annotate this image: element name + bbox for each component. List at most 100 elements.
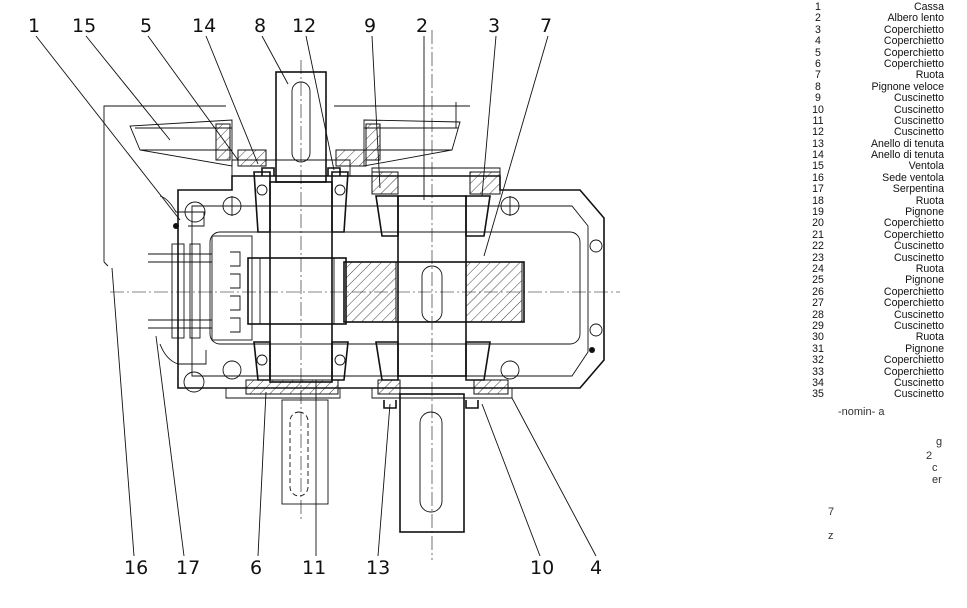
part-number: 21	[812, 228, 824, 241]
callout-15: 15	[72, 15, 96, 37]
scan-mark: er	[932, 474, 942, 486]
part-number: 35	[812, 388, 824, 401]
parts-list-row: 8 Pignone veloce	[800, 80, 950, 93]
part-name: Cuscinetto	[893, 251, 944, 264]
part-name: Cuscinetto	[893, 92, 944, 105]
part-name: Coperchietto	[883, 354, 944, 367]
part-name: Anello di tenuta	[870, 149, 944, 162]
part-name: Pignone	[905, 342, 944, 355]
part-number: 7	[815, 69, 821, 82]
parts-list-row: 6 Coperchietto	[800, 57, 950, 70]
part-number: 18	[812, 194, 824, 207]
callout-9: 9	[364, 15, 376, 37]
gear-wheel	[110, 257, 620, 325]
parts-list-row: 21 Coperchietto	[800, 228, 950, 241]
parts-list-row: 4 Coperchietto	[800, 35, 950, 48]
part-number: 20	[812, 217, 824, 230]
part-name: Coperchietto	[883, 297, 944, 310]
parts-list-row: 32 Coperchietto	[800, 354, 950, 367]
part-name: Cuscinetto	[893, 126, 944, 139]
parts-list-row: 11 Cuscinetto	[800, 114, 950, 127]
callout-10: 10	[530, 557, 554, 579]
part-number: 6	[815, 57, 821, 70]
callout-14: 14	[192, 15, 216, 37]
part-name: Pignone	[905, 274, 944, 287]
part-number: 17	[812, 183, 824, 196]
parts-list-row: 26 Coperchietto	[800, 285, 950, 298]
callout-7: 7	[540, 15, 552, 37]
part-number: 30	[812, 331, 824, 344]
scan-mark: 2	[926, 450, 933, 462]
callout-3: 3	[488, 15, 500, 37]
part-name: Coperchietto	[883, 365, 944, 378]
part-number: 2	[815, 12, 821, 25]
part-number: 28	[812, 308, 824, 321]
part-name: Coperchietto	[883, 46, 944, 59]
part-name: Sede ventola	[882, 171, 944, 184]
part-name: Ruota	[915, 69, 944, 82]
callout-4: 4	[590, 557, 602, 579]
part-number: 4	[815, 35, 821, 48]
part-number: 13	[812, 137, 824, 150]
part-name: Ventola	[908, 160, 944, 173]
part-number: 8	[815, 80, 821, 93]
parts-list-row: 17 Serpentina	[800, 183, 950, 196]
parts-list-row: 28 Cuscinetto	[800, 308, 950, 321]
cooling-coil	[148, 195, 253, 365]
part-name: Albero lento	[887, 12, 944, 25]
parts-list-row: 15 Ventola	[800, 160, 950, 173]
part-name: Pignone veloce	[871, 80, 944, 93]
callout-17: 17	[176, 557, 200, 579]
part-number: 15	[812, 160, 824, 173]
fast-pinion-shaft	[269, 60, 333, 520]
part-number: 23	[812, 251, 824, 264]
part-number: 32	[812, 354, 824, 367]
part-name: Coperchietto	[883, 57, 944, 70]
part-name: Coperchietto	[883, 228, 944, 241]
part-name: Cuscinetto	[893, 308, 944, 321]
part-number: 26	[812, 285, 824, 298]
part-name: Ruota	[915, 194, 944, 207]
part-name: Cuscinetto	[893, 114, 944, 127]
callout-11: 11	[302, 557, 326, 579]
part-name: Serpentina	[892, 183, 944, 196]
part-number: 16	[812, 171, 824, 184]
part-name: Coperchietto	[883, 285, 944, 298]
callouts-top: 1 15 5 14 8 12 9 2 3 7	[28, 15, 552, 37]
callout-12: 12	[292, 15, 316, 37]
part-name: Cuscinetto	[893, 319, 944, 332]
part-number: 33	[812, 365, 824, 378]
part-name: Pignone	[905, 206, 944, 219]
housing-bolts	[173, 196, 603, 393]
part-number: 1	[815, 1, 821, 13]
gearbox-section-drawing: 1 15 5 14 8 12 9 2 3 7 16 17 6 11 13 10 …	[28, 15, 620, 579]
callout-1: 1	[28, 15, 40, 37]
part-number: 11	[812, 114, 824, 127]
bearing-covers	[215, 123, 509, 395]
part-number: 24	[812, 262, 824, 275]
part-name: Ruota	[915, 331, 944, 344]
part-name: Coperchietto	[883, 35, 944, 48]
callout-5: 5	[140, 15, 152, 37]
part-name: Cuscinetto	[893, 240, 944, 253]
part-number: 10	[812, 103, 824, 116]
parts-list-row: 18 Ruota	[800, 194, 950, 207]
scan-mark: g	[936, 436, 943, 448]
part-name: Cuscinetto	[893, 376, 944, 389]
callout-16: 16	[124, 557, 148, 579]
parts-list-row: 16 Sede ventola	[800, 171, 950, 184]
part-name: Cuscinetto	[893, 103, 944, 116]
